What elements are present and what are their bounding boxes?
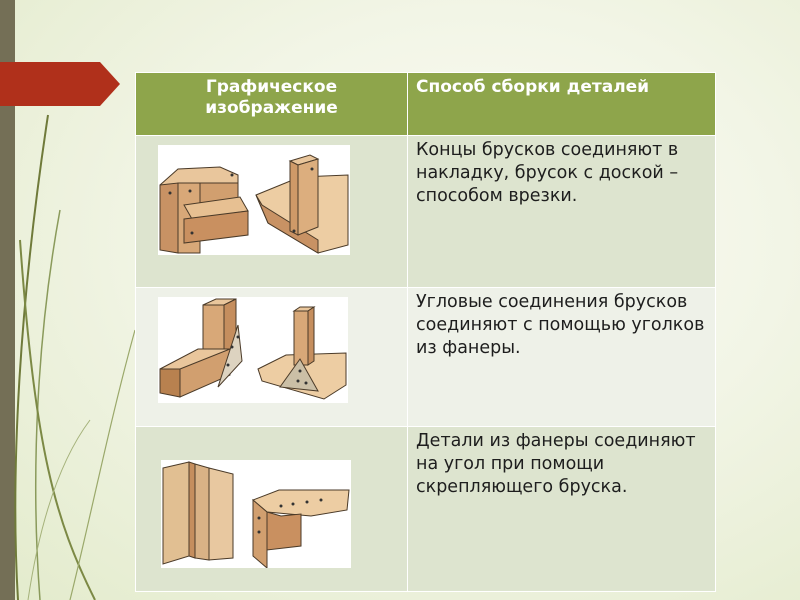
row-text: Концы брусков соединяют в накладку, брус… bbox=[407, 135, 716, 288]
illustration-cell bbox=[135, 135, 408, 288]
joints-table: Графическое изображение Способ сборки де… bbox=[135, 72, 716, 592]
table-row: Детали из фанеры соединяют на угол при п… bbox=[135, 426, 716, 592]
table-header-row: Графическое изображение Способ сборки де… bbox=[135, 72, 716, 136]
illustration-cell bbox=[135, 287, 408, 427]
red-arrow-marker bbox=[0, 62, 120, 106]
row-text: Детали из фанеры соединяют на угол при п… bbox=[407, 426, 716, 592]
row-text: Угловые соединения брусков соединяют с п… bbox=[407, 287, 716, 427]
wood-joint-lap-and-inset-icon bbox=[158, 145, 350, 255]
table-row: Концы брусков соединяют в накладку, брус… bbox=[135, 135, 716, 288]
header-graphic: Графическое изображение bbox=[135, 72, 408, 136]
illustration-cell bbox=[135, 426, 408, 592]
header-method: Способ сборки деталей bbox=[407, 72, 716, 136]
left-accent-bar bbox=[0, 0, 15, 600]
table-row: Угловые соединения брусков соединяют с п… bbox=[135, 287, 716, 427]
wood-joint-corner-bracket-icon bbox=[158, 297, 348, 403]
plywood-corner-joint-icon bbox=[161, 460, 351, 568]
